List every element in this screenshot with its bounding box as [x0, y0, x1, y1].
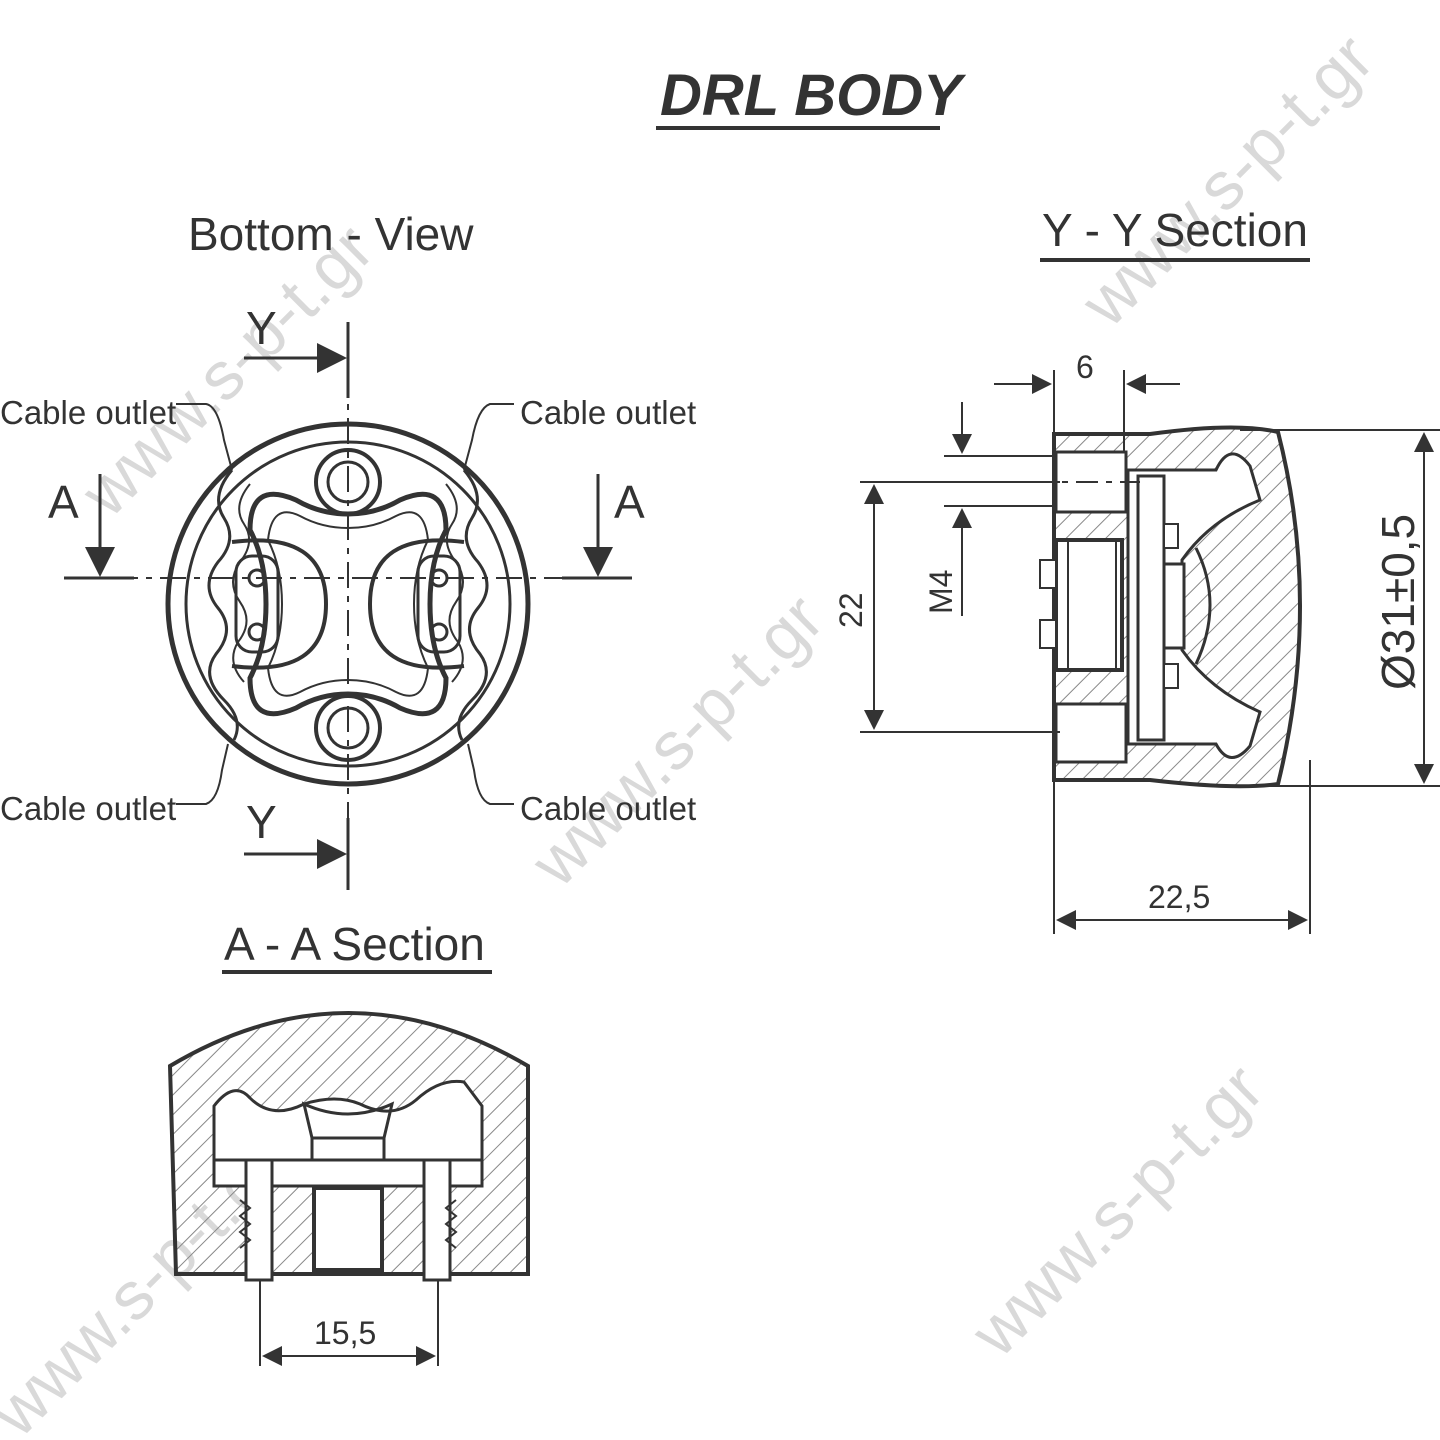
aa-pin-right-thread [444, 1199, 458, 1249]
dim-6-label: 6 [1076, 349, 1094, 385]
dim-m4-label: M4 [923, 570, 959, 614]
aa-section-drawing [167, 1011, 530, 1366]
aa-pin-left-thread [238, 1199, 252, 1249]
yy-pad-top [1163, 523, 1179, 549]
yy-led [1162, 562, 1186, 650]
yy-pad-bottom [1163, 663, 1179, 689]
right-terminal-hole-bottom [429, 622, 449, 642]
right-terminal-pad [416, 554, 462, 654]
yy-lens-curve [1194, 547, 1212, 665]
cable-channel-left-inner [232, 483, 251, 683]
dim-diameter-label: Ø31±0,5 [1372, 514, 1424, 690]
yy-terminal-block [1054, 538, 1124, 672]
cable-outlet-bottom-right: Cable outlet [520, 790, 696, 827]
yy-board [1136, 474, 1166, 742]
drawing-title: DRL BODY [660, 63, 967, 128]
watermark-2: www.s-p-t.gr [516, 580, 838, 902]
left-terminal-hole-bottom [247, 622, 267, 642]
right-terminal-arc [367, 538, 465, 670]
dim-15-5-label: 15,5 [314, 1315, 376, 1351]
cable-outlet-top-left: Cable outlet [0, 394, 176, 431]
aa-led [310, 1136, 386, 1162]
yy-insert-bottom [1054, 702, 1128, 764]
section-marker-y-top: Y [246, 302, 277, 354]
left-terminal-arc [231, 538, 329, 670]
leader-top-right [463, 403, 514, 471]
leader-bottom-left [176, 743, 229, 805]
cable-channel-right-inner [445, 483, 464, 683]
section-marker-a-left: A [48, 476, 79, 528]
bottom-view-heading: Bottom - View [188, 208, 474, 260]
body-outer-circle [165, 421, 531, 787]
leader-bottom-right [467, 743, 514, 805]
aa-pin-left [244, 1158, 274, 1282]
cable-outlet-bottom-left: Cable outlet [0, 790, 176, 827]
aa-lens-curve [301, 1101, 395, 1140]
left-terminal-pad [234, 554, 280, 654]
leader-top-left [176, 403, 233, 471]
aa-terminal-block [312, 1186, 384, 1272]
watermark-3: www.s-p-t.gr [1066, 20, 1388, 342]
left-terminal-hole-top [247, 568, 267, 588]
dim-22-5-label: 22,5 [1148, 879, 1210, 915]
top-screw-boss-inner [326, 460, 370, 504]
cable-outlet-top-right: Cable outlet [520, 394, 696, 431]
section-marker-y-bottom: Y [246, 796, 277, 848]
yy-terminal-inner [1067, 539, 1117, 671]
top-screw-boss-outer [314, 448, 382, 516]
bottom-view-drawing [64, 322, 632, 890]
aa-section-heading: A - A Section [224, 918, 485, 970]
dim-22-label: 22 [833, 592, 869, 628]
yy-section-drawing [860, 370, 1440, 934]
yy-terminal-tab-top [1039, 559, 1057, 589]
cable-channel-left [207, 469, 239, 741]
cable-channel-right [457, 469, 489, 741]
body-inner-ring [184, 440, 512, 768]
right-terminal-hole-top [429, 568, 449, 588]
section-marker-a-right: A [614, 476, 645, 528]
bottom-screw-boss-inner [326, 706, 370, 750]
yy-terminal-tab-bottom [1039, 619, 1057, 649]
watermark-4: www.s-p-t.gr [956, 1050, 1278, 1372]
bottom-screw-boss-outer [314, 694, 382, 762]
yy-section-heading: Y - Y Section [1042, 204, 1308, 256]
aa-pin-right [422, 1158, 452, 1282]
